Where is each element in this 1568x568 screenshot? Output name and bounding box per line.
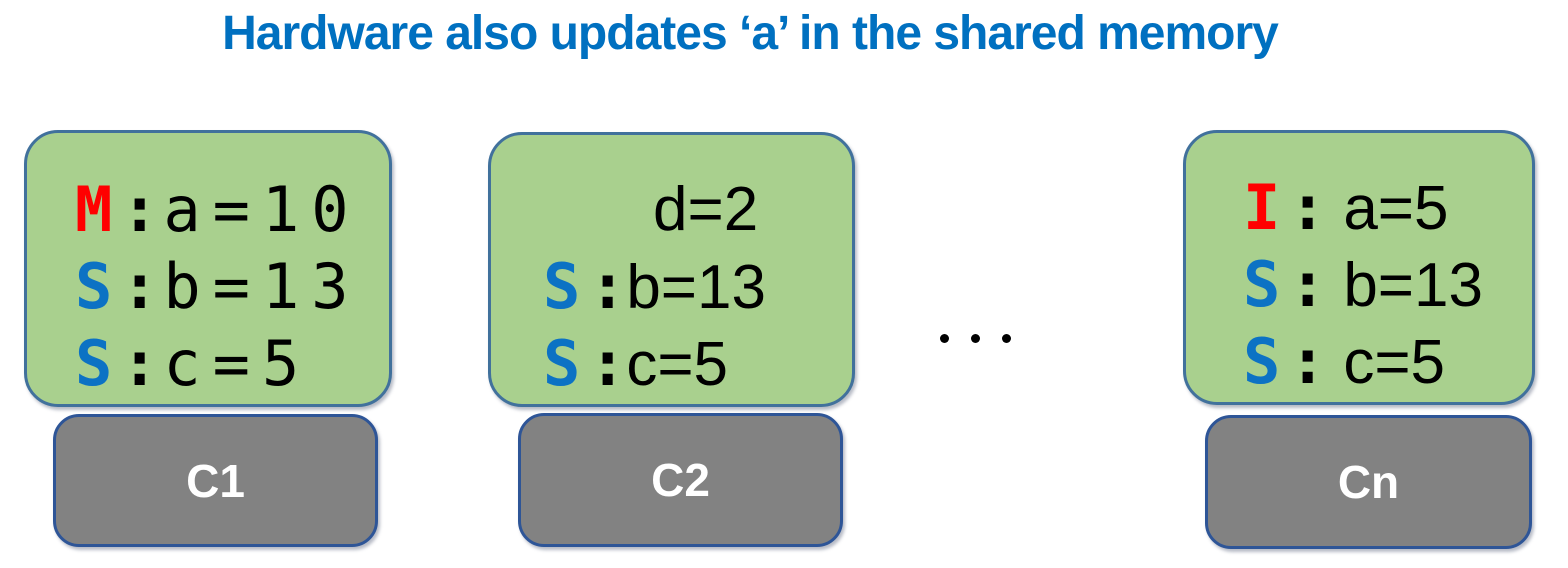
diagram-title: Hardware also updates ‘a’ in the shared … [222,7,1279,60]
cache-line: S:c=5 [75,325,389,402]
cache-value: a=10 [163,173,361,246]
mesi-state-shared: S [543,327,581,400]
cache-line: S:b=13 [75,248,389,325]
cache-value: d=2 [653,175,759,244]
ellipsis-dot [1002,334,1011,343]
mesi-state-invalid: I [1243,171,1281,244]
cache-value: a=5 [1343,174,1449,243]
cache-value: b=13 [163,250,361,323]
state-separator: : [589,327,627,400]
cache-line: I:a=5 [1243,169,1532,246]
mesi-state-shared: S [75,327,113,400]
cpu-core-label: Cn [1337,456,1400,508]
cache-line: M:a=10 [75,171,389,248]
cache-box-c1: M:a=10 S:b=13 S:c=5 [24,130,392,407]
cache-line: d=2 [543,171,852,248]
cache-value: b=13 [626,253,766,322]
cache-line: S:c=5 [1243,323,1532,400]
state-separator: : [121,250,159,323]
state-separator: : [589,250,627,323]
cache-value: c=5 [626,330,729,399]
ellipsis [940,334,1011,343]
mesi-state-modified: M [75,173,113,246]
state-separator: : [121,173,159,246]
mesi-state-shared: S [543,250,581,323]
state-separator: : [121,327,159,400]
ellipsis-dot [971,334,980,343]
cpu-core-cn: Cn [1205,415,1532,549]
cache-box-c2: d=2 S:b=13 S:c=5 [488,132,855,407]
mesi-state-shared: S [1243,248,1281,321]
cache-value: c=5 [1343,328,1446,397]
mesi-state-shared: S [1243,325,1281,398]
mesi-state-shared: S [75,250,113,323]
state-separator: : [1289,325,1327,398]
cache-line: S:b=13 [1243,246,1532,323]
cpu-core-label: C1 [186,454,245,507]
cpu-core-c1: C1 [53,414,378,547]
cpu-core-c2: C2 [518,413,843,547]
cache-value: c=5 [163,327,312,400]
cache-line: S:b=13 [543,248,852,325]
state-separator: : [1289,171,1327,244]
state-separator: : [1289,248,1327,321]
cache-box-cn: I:a=5 S:b=13 S:c=5 [1183,130,1535,405]
ellipsis-dot [940,334,949,343]
cpu-core-label: C2 [651,454,710,506]
cache-value: b=13 [1343,251,1483,320]
cache-line: S:c=5 [543,325,852,402]
